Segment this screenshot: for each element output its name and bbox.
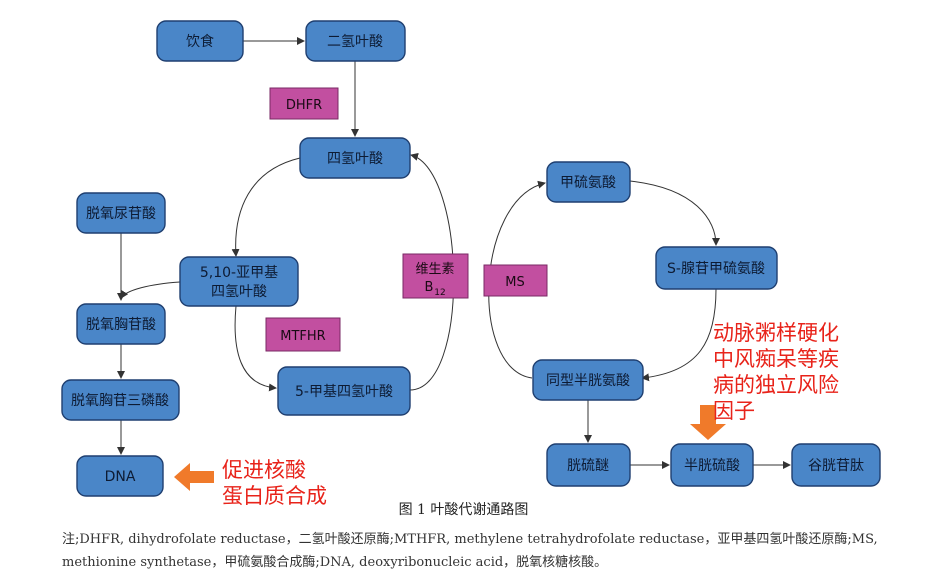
svg-text:DNA: DNA bbox=[105, 469, 136, 485]
enzyme-mthfr: MTFHR bbox=[265, 317, 341, 352]
svg-text:5,10-亚甲基: 5,10-亚甲基 bbox=[200, 264, 278, 281]
svg-text:脱氧胸苷酸: 脱氧胸苷酸 bbox=[86, 317, 156, 333]
edge-methionine-to-sam bbox=[629, 180, 720, 246]
dna-annotation: 促进核酸 蛋白质合成 bbox=[222, 458, 327, 508]
svg-text:四氢叶酸: 四氢叶酸 bbox=[211, 284, 267, 300]
figure-caption: 图 1 叶酸代谢通路图 bbox=[398, 502, 529, 518]
svg-text:半胱硫酸: 半胱硫酸 bbox=[684, 458, 740, 474]
edge-methylene-thf-to-deoxythymidylate bbox=[120, 281, 181, 299]
node-diet: 饮食 bbox=[156, 20, 244, 62]
svg-text:MTFHR: MTFHR bbox=[280, 329, 325, 344]
dna-highlight-arrow-icon bbox=[174, 463, 214, 491]
node-cystathionine: 胱硫醚 bbox=[546, 443, 631, 487]
node-methionine: 甲硫氨酸 bbox=[546, 161, 631, 203]
node-homocysteine: 同型半胱氨酸 bbox=[532, 359, 644, 401]
enzyme-vitamin-b12: 维生素 B 12 bbox=[402, 253, 469, 299]
svg-text:MS: MS bbox=[505, 275, 524, 290]
svg-text:谷胱苷肽: 谷胱苷肽 bbox=[808, 458, 864, 474]
svg-text:同型半胱氨酸: 同型半胱氨酸 bbox=[546, 373, 630, 389]
node-deoxyuridylate: 脱氧尿苷酸 bbox=[76, 192, 166, 234]
b12-subscript: 12 bbox=[434, 288, 445, 298]
node-tetrahydrofolate: 四氢叶酸 bbox=[299, 137, 411, 179]
svg-text:脱氧胸苷三磷酸: 脱氧胸苷三磷酸 bbox=[71, 393, 169, 409]
svg-text:饮食: 饮食 bbox=[186, 33, 214, 50]
svg-text:二氢叶酸: 二氢叶酸 bbox=[327, 34, 383, 50]
node-sam: S-腺苷甲硫氨酸 bbox=[655, 246, 778, 290]
homocysteine-annotation: 动脉粥样硬化 中风痴呆等疾 病的独立风险 因子 bbox=[713, 321, 839, 423]
cysteine-highlight-arrow-icon bbox=[690, 405, 726, 440]
node-dttp: 脱氧胸苷三磷酸 bbox=[61, 379, 180, 421]
svg-text:S-腺苷甲硫氨酸: S-腺苷甲硫氨酸 bbox=[667, 261, 765, 277]
node-dihydrofolate: 二氢叶酸 bbox=[305, 20, 406, 62]
svg-text:维生素: 维生素 bbox=[415, 262, 454, 277]
enzyme-ms: MS bbox=[483, 264, 548, 297]
svg-text:DHFR: DHFR bbox=[286, 98, 322, 113]
node-cysteine: 半胱硫酸 bbox=[670, 443, 754, 487]
svg-text:四氢叶酸: 四氢叶酸 bbox=[327, 151, 383, 167]
b12-label: B bbox=[425, 280, 434, 295]
svg-text:5-甲基四氢叶酸: 5-甲基四氢叶酸 bbox=[295, 383, 393, 400]
svg-text:脱氧尿苷酸: 脱氧尿苷酸 bbox=[86, 206, 156, 222]
node-glutathione: 谷胱苷肽 bbox=[791, 443, 881, 487]
edge-sam-to-homocysteine bbox=[641, 288, 717, 382]
figure-footnote: 注;DHFR, dihydrofolate reductase，二氢叶酸还原酶;… bbox=[62, 532, 878, 570]
node-methyl-thf: 5-甲基四氢叶酸 bbox=[277, 366, 411, 416]
edge-methylene-thf-to-methyl-thf bbox=[234, 305, 277, 392]
node-methylene-thf: 5,10-亚甲基 四氢叶酸 bbox=[179, 256, 299, 307]
svg-text:胱硫醚: 胱硫醚 bbox=[567, 458, 609, 474]
enzyme-dhfr: DHFR bbox=[269, 87, 339, 120]
node-dna: DNA bbox=[76, 455, 164, 497]
node-deoxythymidylate: 脱氧胸苷酸 bbox=[76, 303, 166, 345]
edge-thf-to-methylene-thf bbox=[231, 157, 301, 257]
svg-text:甲硫氨酸: 甲硫氨酸 bbox=[560, 175, 616, 191]
